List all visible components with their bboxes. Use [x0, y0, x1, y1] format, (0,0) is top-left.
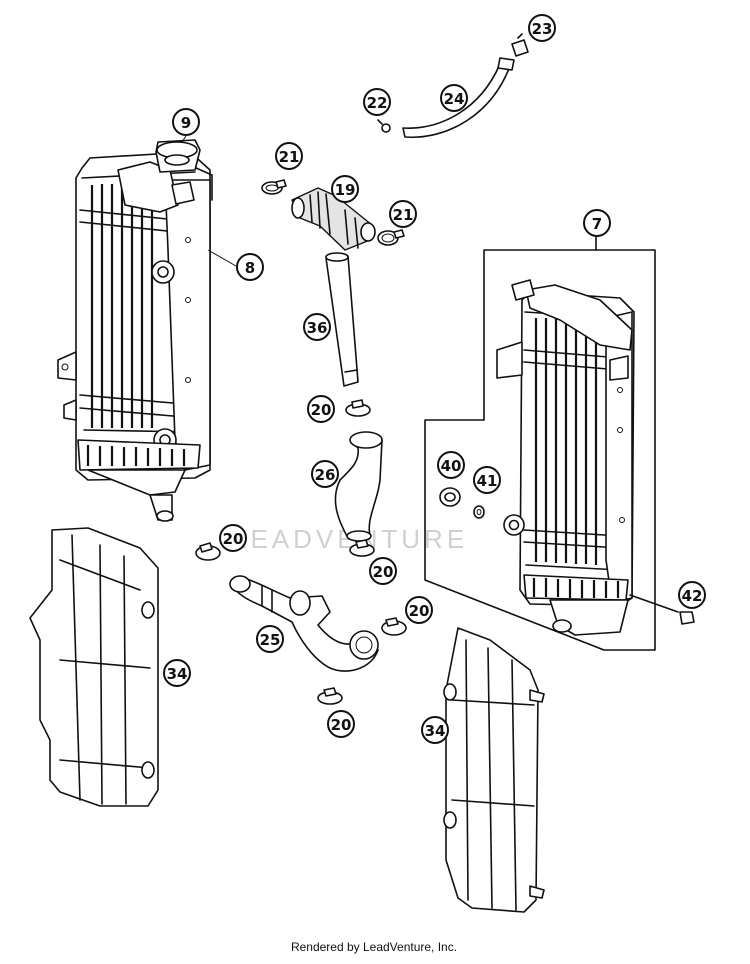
- svg-text:34: 34: [425, 722, 446, 740]
- callout-26: 26: [311, 460, 339, 488]
- svg-text:9: 9: [181, 114, 191, 132]
- svg-text:22: 22: [367, 94, 388, 112]
- washer: [473, 505, 485, 519]
- callout-24: 24: [440, 84, 468, 112]
- callout-22: 22: [363, 88, 391, 116]
- hose-clamp: [195, 542, 221, 561]
- pipe: [325, 252, 359, 387]
- svg-text:21: 21: [279, 148, 300, 166]
- callout-21: 21: [389, 200, 417, 228]
- callout-21: 21: [275, 142, 303, 170]
- callout-20: 20: [327, 710, 355, 738]
- hose-clamp: [345, 399, 371, 417]
- svg-text:21: 21: [393, 206, 414, 224]
- svg-text:20: 20: [409, 602, 430, 620]
- svg-text:20: 20: [331, 716, 352, 734]
- overflow-hose: [402, 57, 515, 138]
- callout-40: 40: [437, 451, 465, 479]
- svg-text:40: 40: [441, 457, 462, 475]
- radiator-hose: [334, 431, 383, 542]
- clip: [377, 119, 391, 133]
- callout-20: 20: [219, 524, 247, 552]
- callout-19: 19: [331, 175, 359, 203]
- bolt: [679, 611, 695, 625]
- radiator-hose: [229, 575, 379, 672]
- left-radiator: [57, 139, 213, 522]
- svg-text:34: 34: [167, 665, 188, 683]
- callout-20: 20: [369, 557, 397, 585]
- footer-credit: Rendered by LeadVenture, Inc.: [291, 940, 457, 954]
- svg-text:41: 41: [477, 472, 498, 490]
- svg-text:20: 20: [373, 563, 394, 581]
- callout-20: 20: [307, 395, 335, 423]
- svg-text:25: 25: [260, 631, 281, 649]
- callout-7: 7: [583, 209, 611, 237]
- grommet: [439, 487, 461, 507]
- right-radiator: [424, 235, 679, 651]
- svg-text:26: 26: [315, 466, 336, 484]
- callout-25: 25: [256, 625, 284, 653]
- svg-text:24: 24: [444, 90, 465, 108]
- hose-fitting: [511, 33, 529, 57]
- callout-9: 9: [172, 108, 200, 136]
- leader-lines: [181, 135, 237, 267]
- svg-text:36: 36: [307, 319, 328, 337]
- radiator-guard: [443, 627, 545, 913]
- svg-text:42: 42: [682, 587, 703, 605]
- callout-23: 23: [528, 14, 556, 42]
- hose-clamp: [349, 539, 375, 557]
- hose-clamp: [261, 179, 287, 195]
- callout-36: 36: [303, 313, 331, 341]
- callout-34: 34: [163, 659, 191, 687]
- svg-text:7: 7: [592, 215, 602, 233]
- svg-text:20: 20: [311, 401, 332, 419]
- svg-text:23: 23: [532, 20, 553, 38]
- callout-8: 8: [236, 253, 264, 281]
- hose-clamp: [381, 617, 407, 636]
- hose-clamp: [377, 229, 405, 246]
- hose-fitting-19: [291, 187, 376, 251]
- callout-20: 20: [405, 596, 433, 624]
- hose-clamp: [317, 687, 343, 705]
- svg-text:20: 20: [223, 530, 244, 548]
- callout-41: 41: [473, 466, 501, 494]
- svg-text:19: 19: [335, 181, 356, 199]
- callout-42: 42: [678, 581, 706, 609]
- svg-text:8: 8: [245, 259, 255, 277]
- radiator-guard: [29, 527, 159, 807]
- callout-34: 34: [421, 716, 449, 744]
